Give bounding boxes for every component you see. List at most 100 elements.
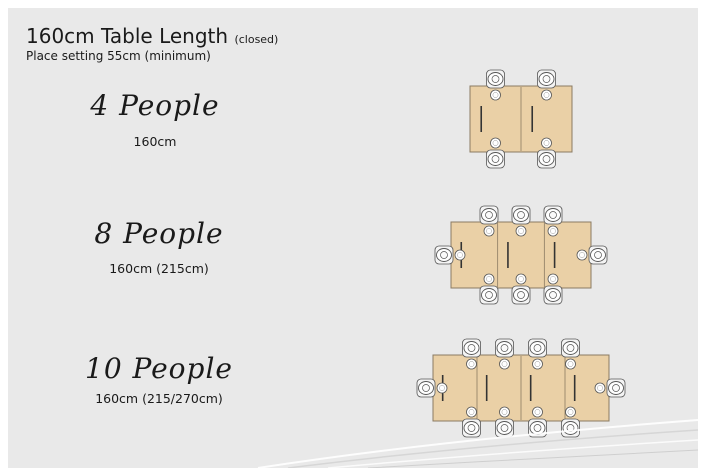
person-head — [485, 211, 493, 219]
seat — [543, 273, 563, 305]
plate-rim — [550, 228, 556, 234]
plate-rim — [468, 409, 475, 415]
plate — [483, 273, 495, 285]
plate — [436, 382, 448, 394]
seat — [561, 338, 580, 370]
seat — [416, 378, 448, 398]
plate-rim — [567, 361, 574, 367]
plate — [547, 225, 559, 237]
plate — [515, 225, 527, 237]
plate-rim — [492, 92, 499, 98]
plate-rim — [518, 276, 524, 282]
plate-rim — [501, 361, 508, 367]
decorative-swoosh — [257, 419, 698, 468]
person-head — [500, 344, 509, 352]
plate-rim — [501, 409, 508, 415]
plate — [499, 358, 510, 370]
title-note: (closed) — [234, 33, 279, 46]
table-layout-3 — [416, 338, 626, 438]
plate — [541, 137, 552, 149]
seat — [528, 338, 547, 370]
plate-rim — [543, 92, 550, 98]
plate-rim — [518, 228, 524, 234]
plate-rim — [579, 252, 585, 258]
plate-rim — [486, 276, 492, 282]
seat — [479, 273, 499, 305]
people-label-4: 4 People — [90, 89, 220, 122]
length-label-10: 160cm (215/270cm) — [95, 391, 223, 406]
plate — [499, 406, 510, 418]
length-label-8: 160cm (215cm) — [109, 261, 209, 276]
seat — [576, 245, 608, 265]
diagram-panel: 160cm Table Length (closed) Place settin… — [8, 8, 698, 468]
person-head — [533, 424, 542, 432]
people-label-8: 8 People — [94, 217, 224, 250]
table-layout-2 — [434, 205, 608, 305]
plate-rim — [439, 385, 445, 391]
person-head — [485, 291, 493, 299]
plate — [541, 89, 552, 101]
people-label-10: 10 People — [85, 352, 233, 385]
person-head — [491, 75, 500, 83]
person-head — [566, 344, 575, 352]
plate — [466, 406, 477, 418]
length-label-4: 160cm — [133, 134, 177, 149]
person-head — [422, 384, 430, 392]
seat — [537, 137, 556, 169]
seat — [462, 406, 481, 438]
person-head — [467, 424, 476, 432]
plate — [454, 249, 466, 261]
plate — [565, 406, 576, 418]
seat — [594, 378, 626, 398]
seat — [486, 69, 505, 101]
plate-rim — [468, 361, 475, 367]
plate-rim — [534, 409, 541, 415]
seat — [511, 273, 531, 305]
plate — [466, 358, 477, 370]
seat — [495, 338, 514, 370]
person-head — [542, 155, 551, 163]
person-head — [533, 344, 542, 352]
seat — [486, 137, 505, 169]
person-head — [467, 344, 476, 352]
plate-rim — [550, 276, 556, 282]
plate — [515, 273, 527, 285]
seat — [511, 205, 531, 237]
seat — [479, 205, 499, 237]
plate-rim — [486, 228, 492, 234]
person-head — [491, 155, 500, 163]
plate — [576, 249, 588, 261]
person-head — [500, 424, 509, 432]
person-head — [549, 211, 557, 219]
table-layout-1 — [469, 69, 573, 169]
plate — [532, 358, 543, 370]
plate-rim — [567, 409, 574, 415]
plate-rim — [534, 361, 541, 367]
table-layout-diagrams — [416, 69, 626, 438]
title-text: 160cm Table Length — [26, 24, 229, 48]
plate — [565, 358, 576, 370]
plate-rim — [457, 252, 463, 258]
seat — [462, 338, 481, 370]
plate-rim — [492, 140, 499, 146]
plate-rim — [597, 385, 603, 391]
person-head — [542, 75, 551, 83]
plate — [547, 273, 559, 285]
plate — [532, 406, 543, 418]
person-head — [594, 251, 602, 259]
plate — [490, 89, 501, 101]
seat — [434, 245, 466, 265]
person-head — [517, 291, 525, 299]
plate-rim — [543, 140, 550, 146]
page-title: 160cm Table Length (closed) — [26, 24, 278, 52]
person-head — [440, 251, 448, 259]
person-head — [612, 384, 620, 392]
person-head — [549, 291, 557, 299]
person-head — [517, 211, 525, 219]
plate — [594, 382, 606, 394]
seat — [543, 205, 563, 237]
page-subtitle: Place setting 55cm (minimum) — [26, 49, 211, 63]
plate — [490, 137, 501, 149]
plate — [483, 225, 495, 237]
